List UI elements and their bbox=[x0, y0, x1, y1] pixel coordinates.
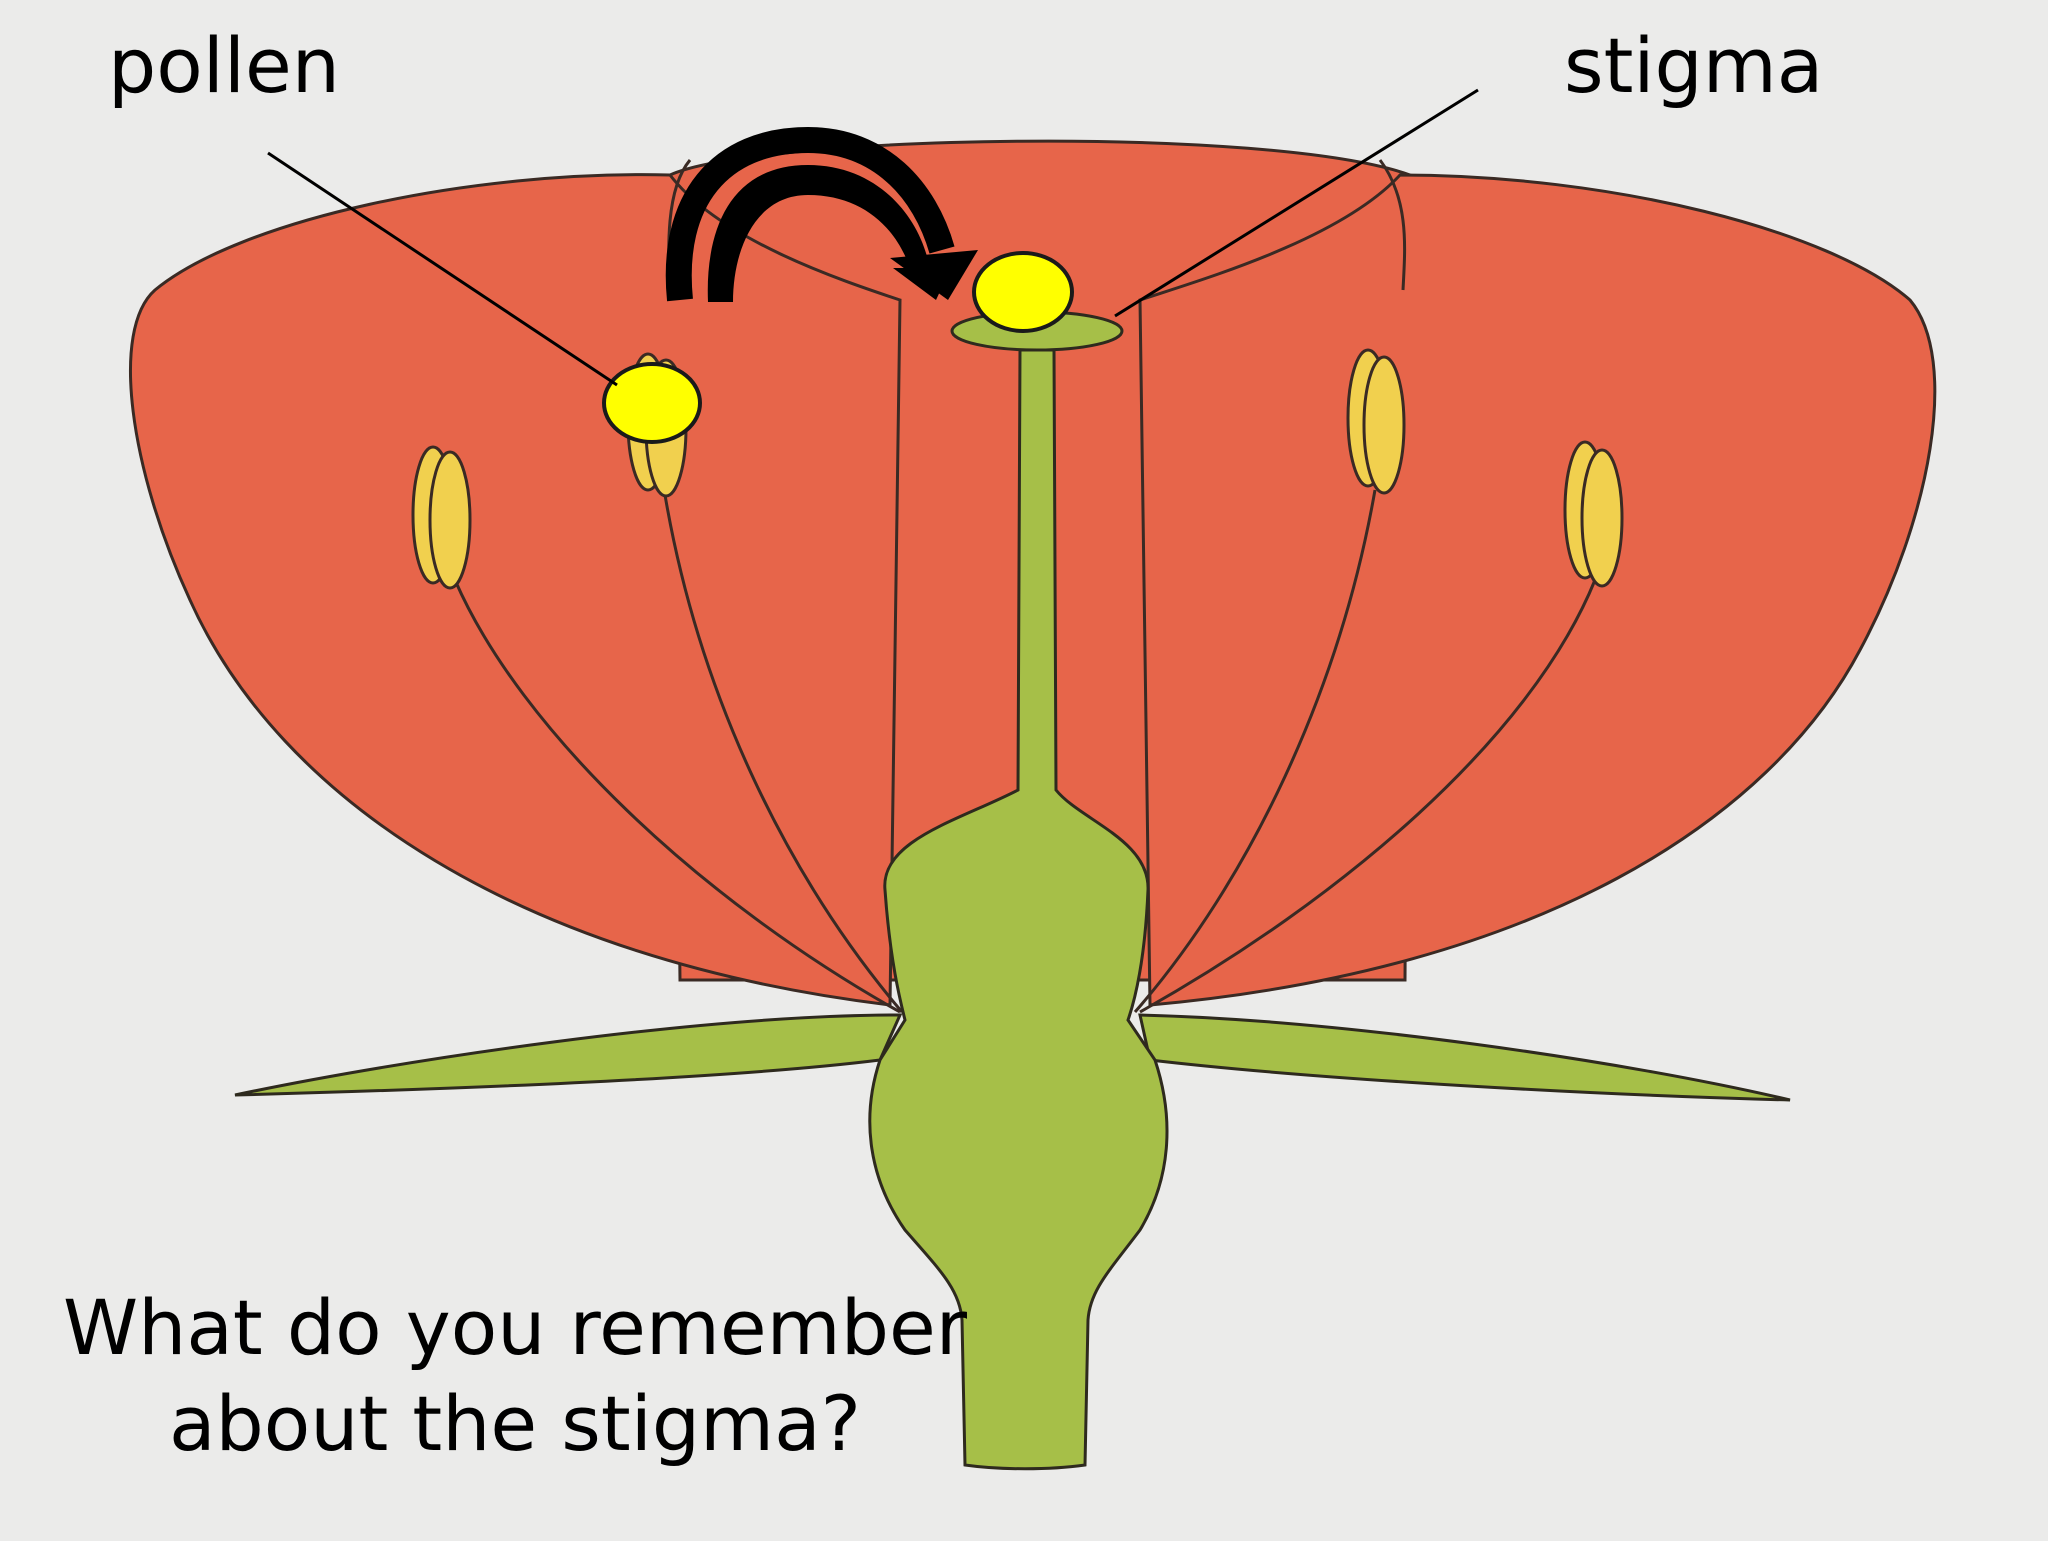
anther-3 bbox=[1346, 348, 1406, 495]
petal-right bbox=[1138, 173, 1937, 1007]
petal-left bbox=[128, 173, 902, 1007]
pistil bbox=[868, 348, 1169, 1471]
filaments bbox=[453, 489, 1597, 1014]
question-line-1: What do you remember bbox=[63, 1283, 967, 1372]
question-text: What do you remember about the stigma? bbox=[40, 1280, 990, 1472]
anther-4 bbox=[1563, 440, 1624, 588]
petal-seam-right bbox=[1378, 159, 1407, 291]
pollen-label: pollen bbox=[108, 21, 340, 110]
arrow-head-icon bbox=[890, 250, 978, 300]
filament-3 bbox=[1133, 489, 1377, 1013]
question-line-2: about the stigma? bbox=[168, 1379, 861, 1468]
filament-1 bbox=[453, 579, 901, 1014]
pollen-leader-line bbox=[267, 151, 618, 387]
sepal-left bbox=[234, 1013, 903, 1097]
filament-4 bbox=[1139, 579, 1597, 1014]
stigma-leader-line bbox=[1114, 88, 1479, 318]
pollen-grain-on-anther bbox=[602, 362, 702, 444]
stigma-label: stigma bbox=[1564, 21, 1824, 110]
arrow-shaft bbox=[665, 126, 955, 302]
pollination-arrow-icon bbox=[670, 165, 950, 302]
sepal-right bbox=[1138, 1013, 1791, 1102]
pollen-grain-on-stigma bbox=[972, 251, 1074, 333]
filament-2 bbox=[663, 494, 904, 1013]
anther-1 bbox=[411, 445, 472, 590]
